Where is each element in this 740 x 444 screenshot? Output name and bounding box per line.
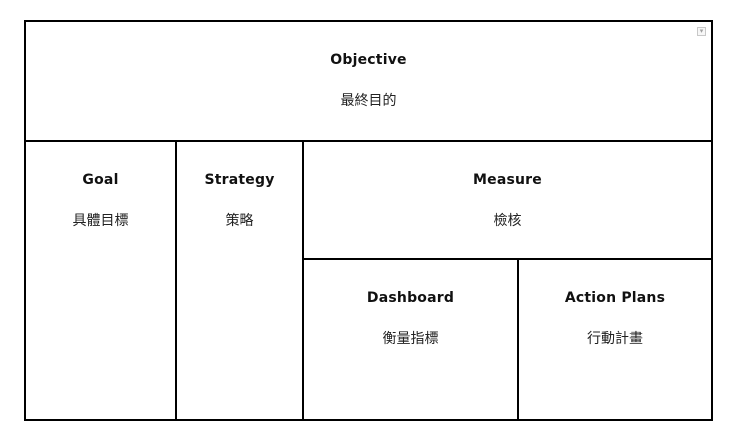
goal-subtitle: 具體目標 <box>72 213 129 229</box>
dashboard-box: Dashboard 衡量指標 <box>304 290 517 348</box>
objective-box: Objective 最終目的 <box>26 52 711 110</box>
diagram-frame <box>24 20 713 421</box>
action-plans-box: Action Plans 行動計畫 <box>519 290 711 348</box>
action-plans-subtitle: 行動計畫 <box>587 331 643 347</box>
goal-box: Goal 具體目標 <box>26 172 175 230</box>
measure-subtitle: 檢核 <box>493 213 522 229</box>
dashboard-title: Dashboard <box>366 290 455 306</box>
strategy-box: Strategy 策略 <box>177 172 302 230</box>
goal-divider <box>175 140 177 421</box>
goal-title: Goal <box>82 172 119 188</box>
objective-subtitle: 最終目的 <box>340 93 397 109</box>
action-plans-title: Action Plans <box>564 290 666 306</box>
objective-title: Objective <box>330 52 407 68</box>
measure-title: Measure <box>473 172 542 188</box>
objective-divider <box>24 140 713 142</box>
measure-divider <box>302 258 713 260</box>
strategy-subtitle: 策略 <box>225 213 254 229</box>
chevron-down-icon[interactable]: ▾ <box>697 27 706 36</box>
dashboard-divider <box>517 258 519 421</box>
strategy-divider <box>302 140 304 421</box>
dashboard-subtitle: 衡量指標 <box>382 331 439 347</box>
strategy-title: Strategy <box>204 172 275 188</box>
measure-box: Measure 檢核 <box>304 172 711 230</box>
